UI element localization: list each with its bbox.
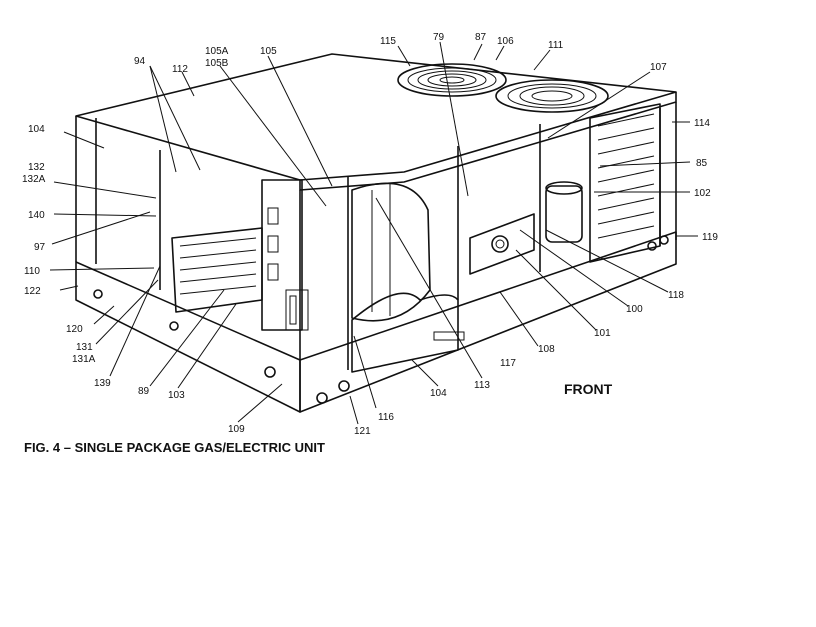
callout-85: 85 bbox=[696, 158, 708, 169]
callout-105a: 105A bbox=[205, 46, 229, 57]
filter-access bbox=[469, 213, 535, 275]
condenser-fan-grille bbox=[397, 63, 507, 97]
callout-119: 119 bbox=[702, 232, 718, 243]
callout-120: 120 bbox=[66, 324, 83, 335]
front-label: FRONT bbox=[564, 381, 613, 397]
cabinet-outline bbox=[75, 53, 677, 413]
control-box bbox=[261, 179, 309, 331]
callout-107: 107 bbox=[650, 62, 667, 73]
callout-104-top: 104 bbox=[28, 124, 45, 135]
callout-105b: 105B bbox=[205, 58, 229, 69]
callout-117: 117 bbox=[500, 358, 516, 369]
callout-113: 113 bbox=[474, 380, 490, 391]
callout-103: 103 bbox=[168, 390, 185, 401]
callout-132a: 132A bbox=[22, 174, 46, 185]
callout-110: 110 bbox=[24, 266, 40, 277]
leader-lines bbox=[49, 41, 698, 425]
callout-108: 108 bbox=[538, 344, 555, 355]
callout-100: 100 bbox=[626, 304, 643, 315]
callout-89: 89 bbox=[138, 386, 150, 397]
callout-112: 112 bbox=[172, 64, 188, 75]
access-panel-cutaway bbox=[351, 292, 465, 373]
callout-139: 139 bbox=[94, 378, 111, 389]
callout-104-bottom: 104 bbox=[430, 388, 447, 399]
indoor-blower bbox=[351, 182, 431, 322]
callout-109: 109 bbox=[228, 424, 245, 435]
callout-118: 118 bbox=[668, 290, 684, 301]
callout-121: 121 bbox=[354, 426, 371, 437]
callout-94: 94 bbox=[134, 56, 146, 67]
callout-131a: 131A bbox=[72, 354, 96, 365]
callout-116: 116 bbox=[378, 412, 394, 423]
callout-87: 87 bbox=[475, 32, 487, 43]
fan-grille-right bbox=[495, 79, 609, 113]
callout-101: 101 bbox=[594, 328, 611, 339]
callout-115: 115 bbox=[380, 36, 396, 47]
callout-122: 122 bbox=[24, 286, 41, 297]
callout-140: 140 bbox=[28, 210, 45, 221]
heat-exchanger bbox=[171, 227, 263, 313]
callout-79: 79 bbox=[433, 32, 445, 43]
condenser-coil bbox=[589, 103, 661, 263]
compressor bbox=[545, 181, 583, 243]
callout-105: 105 bbox=[260, 46, 277, 57]
callout-97: 97 bbox=[34, 242, 46, 253]
figure-caption: FIG. 4 – SINGLE PACKAGE GAS/ELECTRIC UNI… bbox=[24, 440, 325, 455]
callout-114: 114 bbox=[694, 118, 710, 129]
base-holes bbox=[93, 235, 669, 404]
callout-102: 102 bbox=[694, 188, 711, 199]
callout-labels: 115 79 87 106 111 107 94 105A 105B 105 1… bbox=[22, 32, 718, 437]
callout-111: 111 bbox=[548, 40, 564, 51]
callout-106: 106 bbox=[497, 36, 514, 47]
callout-132: 132 bbox=[28, 162, 45, 173]
callout-131: 131 bbox=[76, 342, 93, 353]
